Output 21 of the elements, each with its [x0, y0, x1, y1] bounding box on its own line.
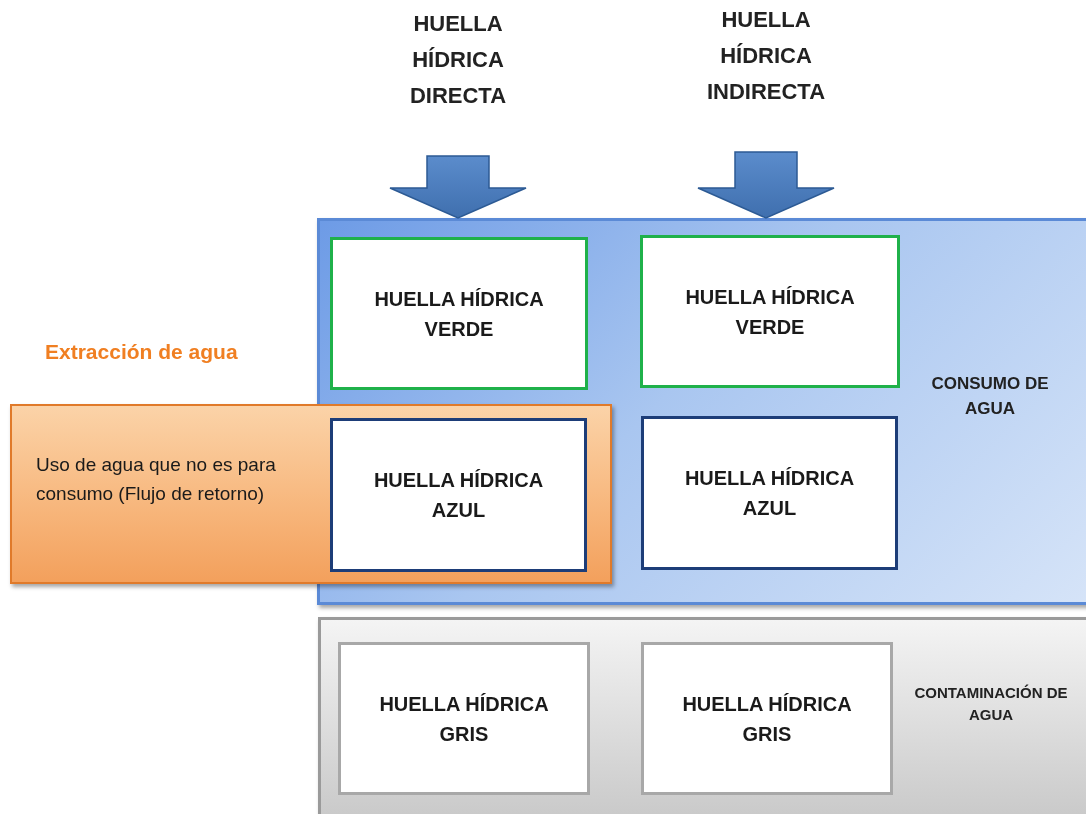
column-heading: HUELLA HÍDRICA DIRECTA: [380, 8, 536, 112]
box-label: HUELLA HÍDRICA GRIS: [681, 691, 853, 747]
box-label: HUELLA HÍDRICA GRIS: [378, 691, 550, 747]
block-arrow: [697, 151, 835, 219]
footprint-box: [641, 416, 898, 570]
box-label: HUELLA HÍDRICA VERDE: [684, 284, 856, 340]
block-arrow: [389, 155, 527, 219]
footprint-box: [640, 235, 900, 388]
column-heading: HUELLA HÍDRICA INDIRECTA: [686, 4, 846, 108]
box-label: HUELLA HÍDRICA AZUL: [372, 468, 545, 523]
box-label: HUELLA HÍDRICA VERDE: [373, 286, 545, 342]
footprint-box: [338, 642, 590, 795]
box-heading: Extracción de agua: [45, 340, 238, 364]
pollution-band: [318, 617, 1086, 814]
band-label: CONTAMINACIÓN DE AGUA: [913, 683, 1069, 725]
band-label: CONSUMO DE AGUA: [930, 373, 1050, 420]
footprint-box: [330, 418, 587, 572]
box-label: HUELLA HÍDRICA AZUL: [683, 466, 856, 521]
box-text: Uso de agua que no es para consumo (Flujo de retorno): [36, 453, 277, 506]
footprint-box: [330, 237, 588, 390]
footprint-box: [641, 642, 893, 795]
